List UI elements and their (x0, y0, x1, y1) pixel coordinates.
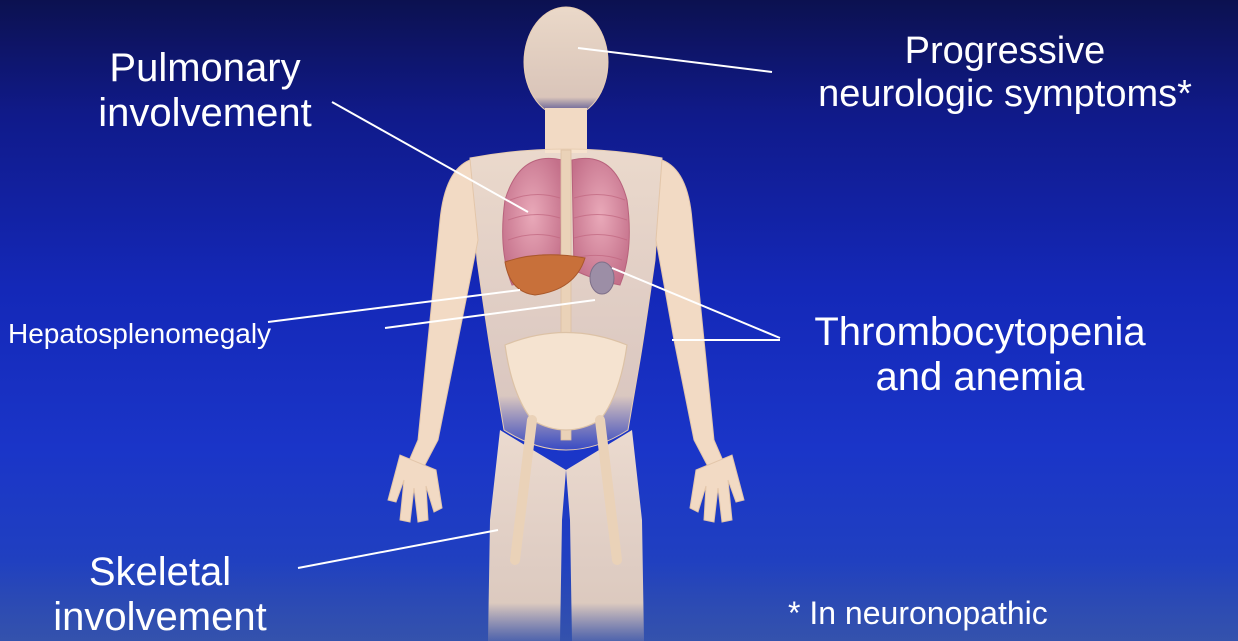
label-neuro-line1: Progressive (770, 30, 1238, 73)
leader-line-skeletal (298, 530, 498, 568)
label-thrombo-line1: Thrombocytopenia (780, 310, 1180, 355)
spleen (590, 262, 614, 294)
label-skeletal-line1: Skeletal (30, 550, 290, 595)
footnote: * In neuronopathic (788, 596, 1048, 632)
leader-line-hepato-liver (268, 290, 520, 322)
label-thrombocytopenia-anemia: Thrombocytopenia and anemia (780, 310, 1180, 400)
label-pulmonary-line1: Pulmonary (70, 46, 340, 91)
label-skeletal-involvement: Skeletal involvement (30, 550, 290, 640)
label-skeletal-line2: involvement (30, 595, 290, 640)
label-pulmonary-line2: involvement (70, 91, 340, 136)
label-thrombo-line2: and anemia (780, 355, 1180, 400)
label-neuro-line2: neurologic symptoms* (770, 73, 1238, 116)
label-neurologic-symptoms: Progressive neurologic symptoms* (770, 30, 1238, 115)
label-hepatosplenomegaly: Hepatosplenomegaly (8, 318, 271, 349)
human-body (388, 7, 744, 641)
label-pulmonary-involvement: Pulmonary involvement (70, 46, 340, 136)
